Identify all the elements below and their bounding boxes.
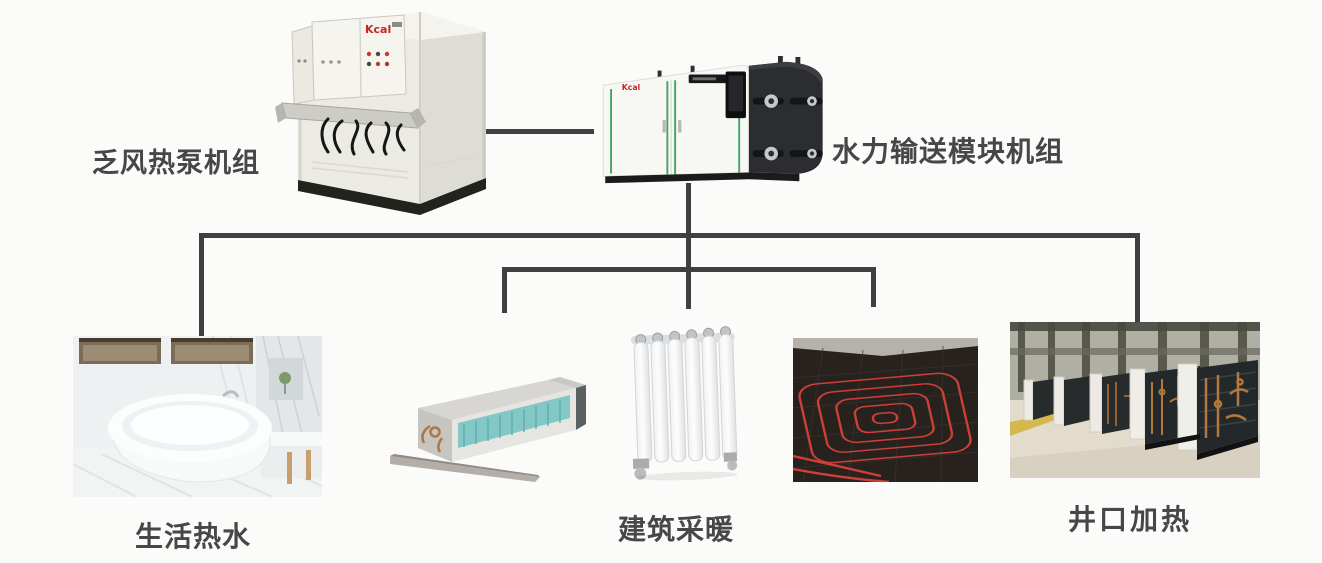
pipe-main-horizontal [199,233,1140,238]
exhaust-air-heat-pump-photo: Kcal [275,12,486,215]
bathtub-photo [73,336,322,497]
pipe-branch-hot-water [199,233,204,336]
pipe-branch-fan-coil [502,267,507,313]
label-heat-pump: 乏风热泵机组 [92,148,260,179]
pipe-branch-floor-heating [871,267,876,307]
label-domestic-hot-water: 生活热水 [135,520,252,553]
pipe-inner-horizontal [502,267,876,272]
label-hydraulic-module: 水力输送模块机组 [832,135,1065,168]
pipe-heatpump-to-module [478,129,594,134]
label-wellhead-heating: 井口加热 [1068,503,1193,536]
svg-text:Kcal: Kcal [365,23,391,36]
hydraulic-module-photo: Kcal [602,56,823,184]
radiator-photo [630,326,738,481]
svg-text:Kcal: Kcal [622,83,641,92]
pipe-module-trunk-vertical [686,183,691,309]
label-building-heating: 建筑采暖 [618,513,735,546]
fan-coil-unit-photo [390,377,586,482]
floor-heating-photo [793,338,978,482]
pipe-branch-wellhead [1135,233,1140,322]
wellhead-factory-photo [1010,322,1260,478]
